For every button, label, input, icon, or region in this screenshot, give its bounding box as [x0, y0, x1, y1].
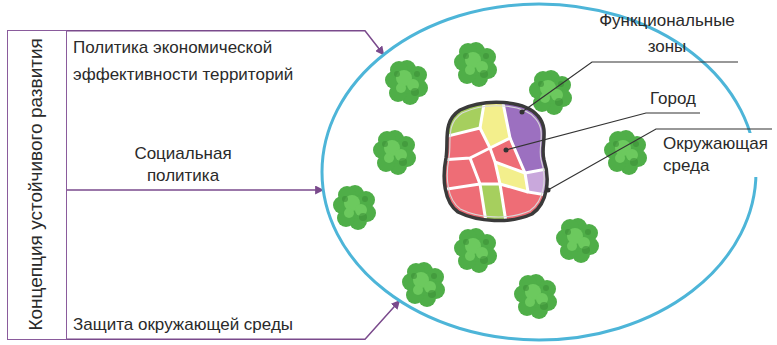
concept-box: Концепция устойчивого развития	[7, 30, 67, 340]
node-text: Окружающая среда	[661, 133, 773, 177]
zones-label: Функциональные зоны	[592, 8, 742, 61]
bush	[454, 42, 497, 87]
bush	[454, 228, 497, 273]
city-shape: Город	[440, 98, 552, 222]
bush	[529, 70, 572, 115]
policy-label: Политика экономической эффективности тер…	[73, 34, 358, 88]
bush	[333, 185, 376, 230]
policy-label: Защита окружающей среды	[73, 314, 363, 336]
bush	[556, 218, 599, 263]
bush	[373, 130, 416, 175]
leader-dot	[520, 110, 525, 115]
leader-dot	[546, 188, 551, 193]
leader-line	[506, 113, 700, 150]
leader-dot	[504, 148, 509, 153]
bush	[402, 262, 445, 307]
leader-line	[522, 62, 738, 112]
city-shape-outline	[440, 98, 552, 222]
bush	[385, 60, 428, 105]
node-text: Концепция устойчивого развития	[24, 38, 49, 330]
policy-label: Социальная политика	[118, 143, 248, 187]
policy-arrow	[67, 301, 400, 340]
bush	[514, 274, 557, 319]
policy-arrow	[67, 189, 323, 191]
bush	[604, 130, 647, 175]
node-text: Город	[648, 88, 722, 110]
leader-line	[548, 129, 772, 190]
environment-circle: Окружающая средаГород	[320, 2, 758, 342]
